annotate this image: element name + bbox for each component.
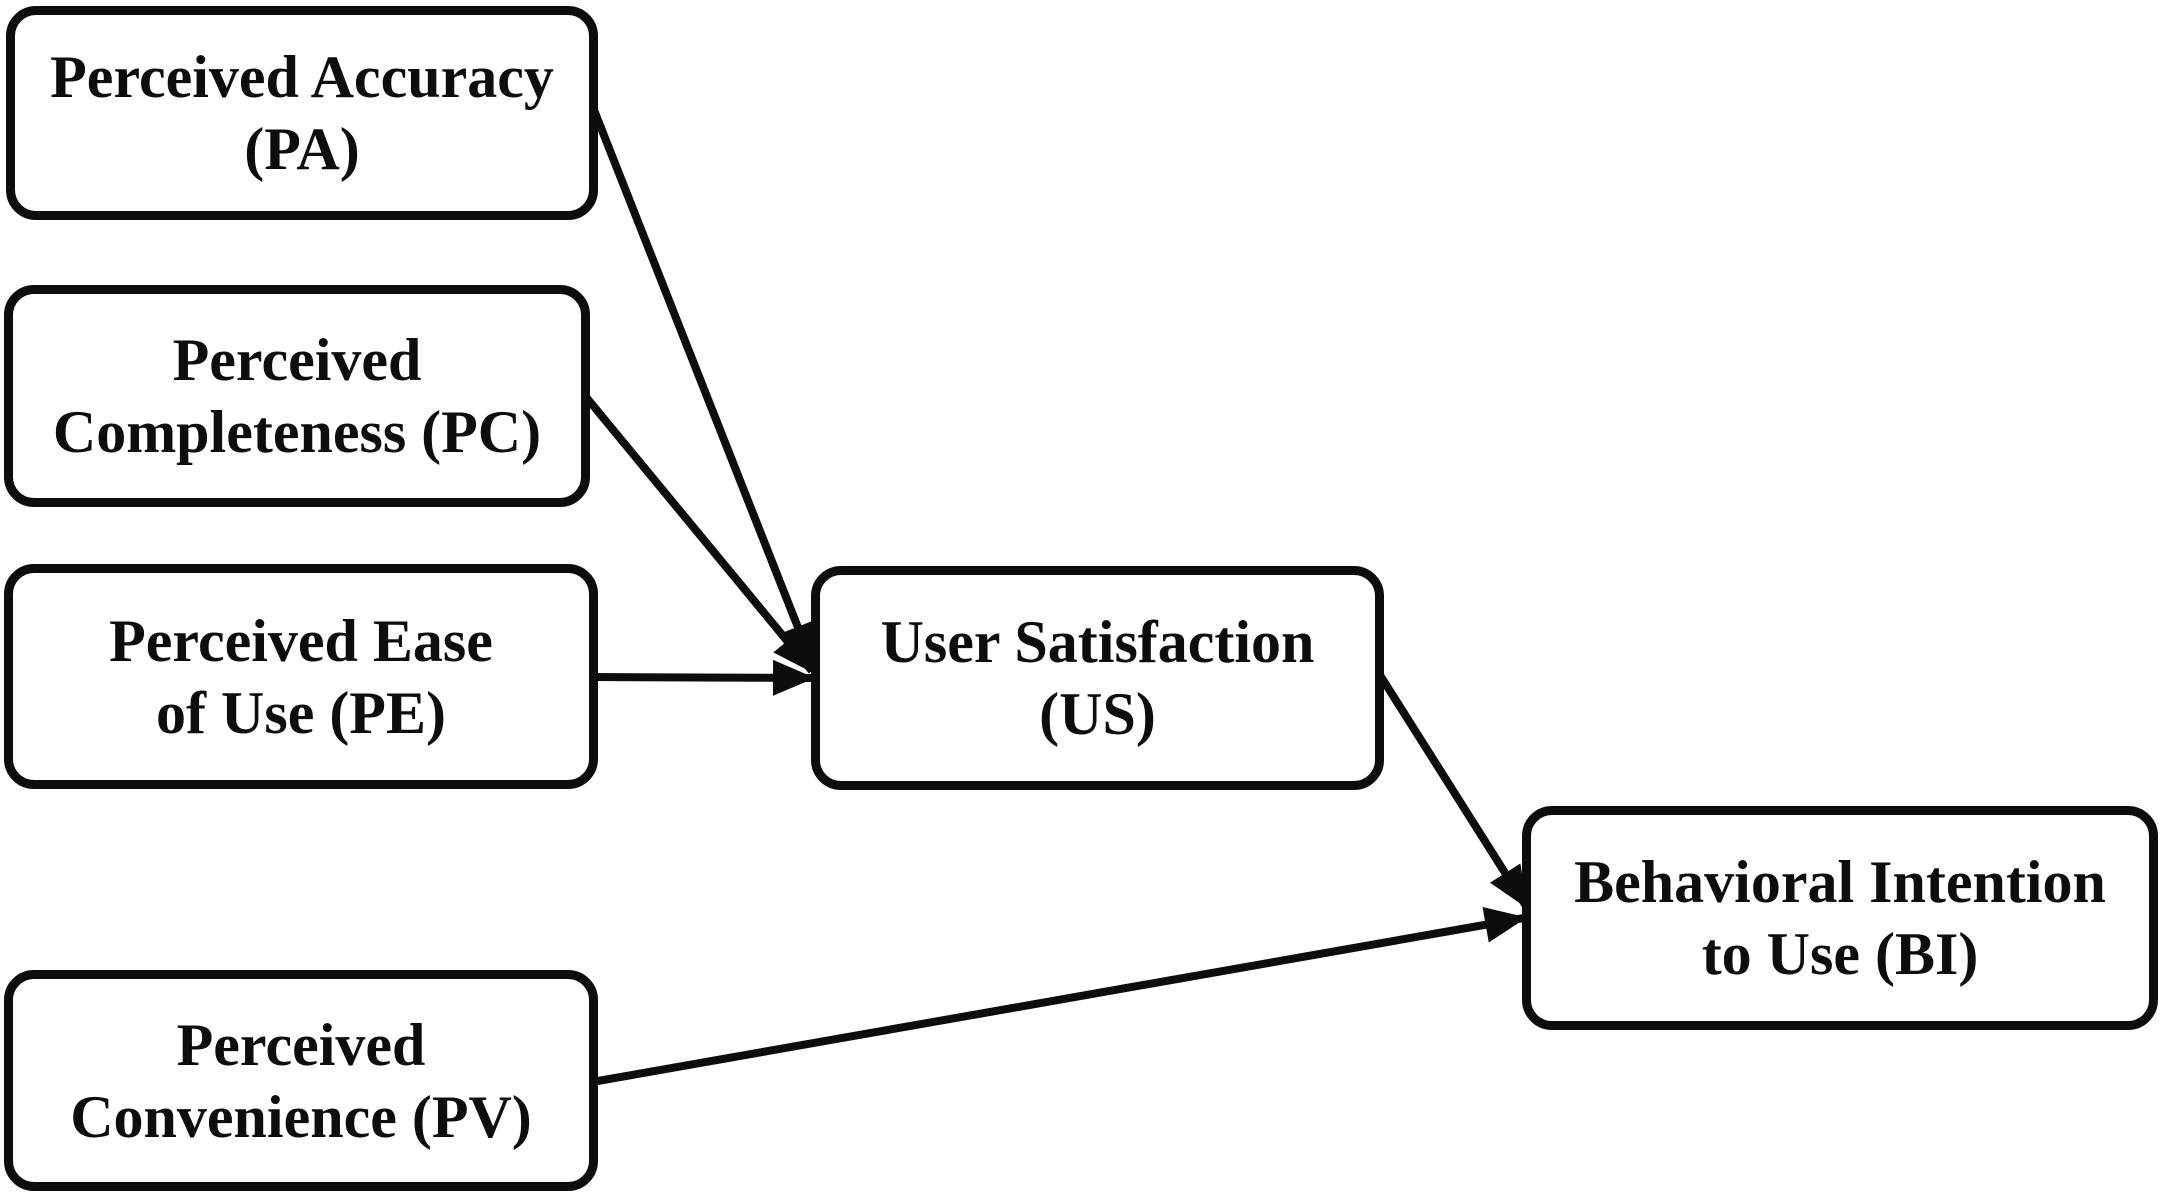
node-label-line: Completeness (PC) (52, 399, 542, 465)
node-perceived-ease-of-use: Perceived Ease of Use (PE) (4, 564, 598, 789)
edge-pc-to-us (582, 394, 816, 674)
node-label-line: Perceived (172, 327, 422, 393)
node-perceived-completeness: Perceived Completeness (PC) (4, 285, 590, 507)
node-user-satisfaction: User Satisfaction (US) (811, 566, 1384, 790)
node-label-line: to Use (BI) (1701, 921, 1979, 987)
node-behavioral-intention-to-use: Behavioral Intention to Use (BI) (1522, 806, 2158, 1030)
node-label-line: of Use (PE) (156, 679, 446, 746)
node-label-line: Perceived (176, 1011, 426, 1078)
node-label-line: Perceived Accuracy (50, 44, 554, 110)
node-label-line: (US) (1039, 681, 1156, 747)
node-label-line: Perceived Ease (109, 607, 493, 674)
node-label-line: Convenience (PV) (70, 1083, 532, 1150)
edge-pa-to-us (590, 108, 816, 666)
node-label-line: User Satisfaction (880, 609, 1315, 675)
node-label-line: Behavioral Intention (1574, 849, 2106, 915)
node-perceived-convenience: Perceived Convenience (PV) (4, 970, 598, 1191)
node-perceived-accuracy: Perceived Accuracy (PA) (6, 6, 598, 220)
node-label-line: (PA) (244, 116, 360, 182)
edge-pe-to-us (591, 659, 815, 696)
edge-pv-to-bi (591, 907, 1527, 1086)
edge-us-to-bi (1374, 669, 1530, 909)
